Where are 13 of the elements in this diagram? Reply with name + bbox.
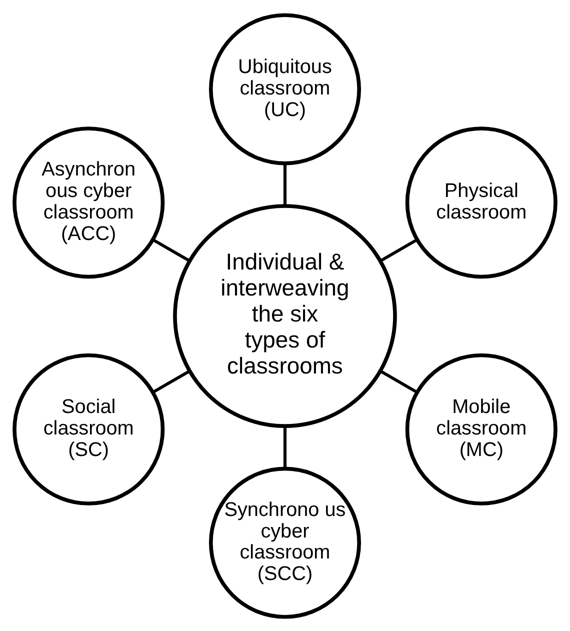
node-circle: Physical classroom bbox=[405, 126, 558, 278]
connector bbox=[283, 426, 287, 468]
node-circle: Ubiquitous classroom (UC) bbox=[208, 12, 362, 165]
node-circle: Social classroom (SC) bbox=[12, 352, 165, 505]
connector bbox=[152, 369, 190, 393]
connector bbox=[152, 238, 190, 262]
connector bbox=[380, 238, 418, 262]
connector bbox=[283, 163, 287, 206]
connector bbox=[380, 369, 418, 393]
node-circle: Synchrono us cyber classroom (SCC) bbox=[208, 466, 362, 618]
node-circle: Individual & interweaving the six types of classrooms bbox=[173, 204, 397, 428]
node-circle: Asynchron ous cyber classroom (ACC) bbox=[12, 126, 165, 278]
node-circle: Mobile classroom (MC) bbox=[405, 352, 558, 505]
